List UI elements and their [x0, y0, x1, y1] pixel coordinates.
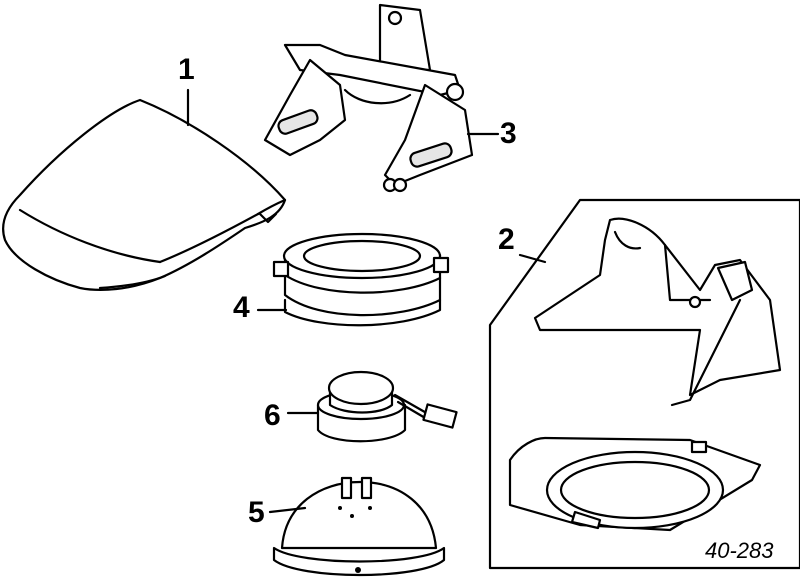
callout-4: 4 [233, 291, 250, 324]
part-5-bulb [272, 476, 446, 577]
part-2-upper-bracket [533, 217, 782, 407]
part-2-lower-plate [508, 436, 762, 532]
reference-code: 40-283 [705, 538, 774, 563]
callout-5: 5 [248, 496, 265, 529]
part-6-socket [316, 370, 458, 443]
callout-6: 6 [264, 399, 281, 432]
callout-2: 2 [498, 223, 515, 256]
part-3-bracket [263, 3, 474, 193]
part-1-cover [2, 98, 287, 291]
leader-line-2 [518, 253, 547, 264]
callout-1: 1 [178, 53, 195, 86]
part-4-ring [272, 232, 450, 327]
leader-line-5 [268, 506, 307, 514]
part-2-box-outline [488, 198, 800, 570]
callout-3: 3 [500, 117, 517, 150]
